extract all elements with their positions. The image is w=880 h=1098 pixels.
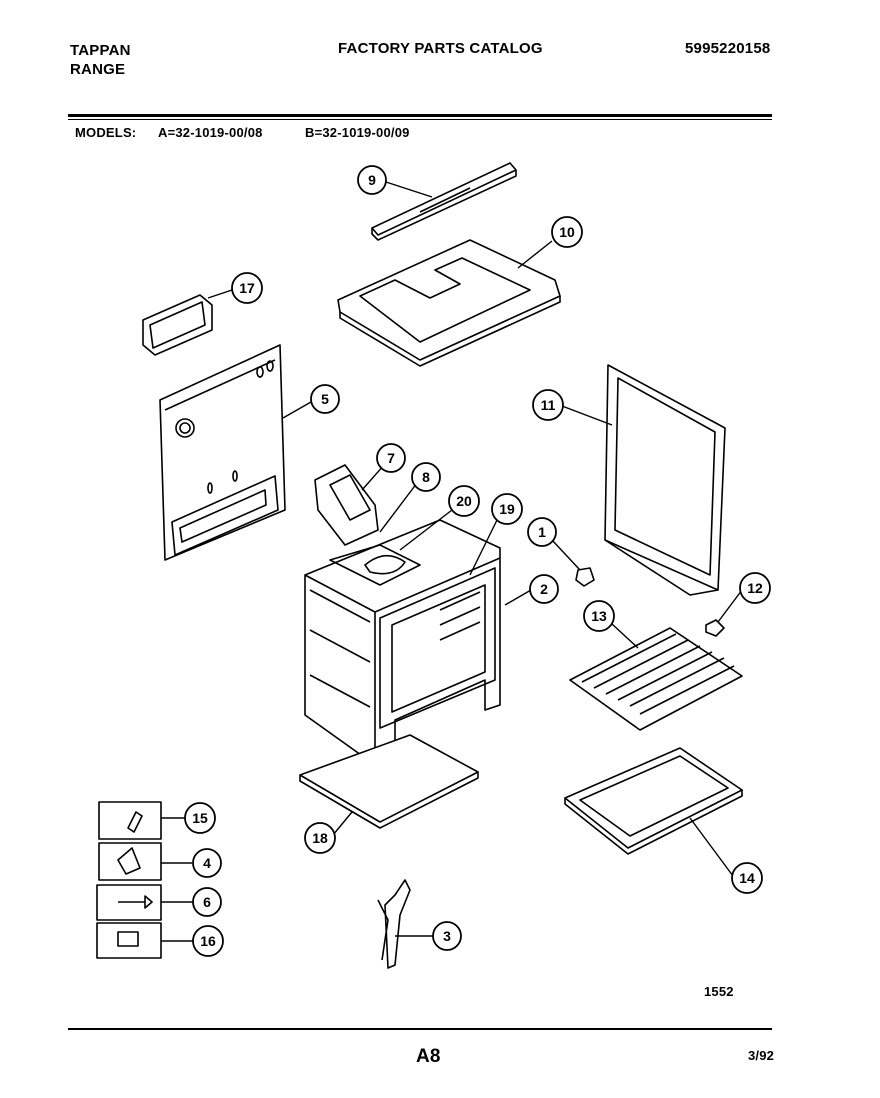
part-9-rail [371,162,517,241]
part-12-foot [705,619,725,637]
part-14-broiler-pan [564,747,743,855]
part-18-base [299,734,479,829]
part-5-back-panel [159,344,286,561]
product-name: RANGE [70,61,126,78]
callout-15: 15 [192,810,208,826]
callout-18: 18 [312,830,328,846]
callout-8: 8 [422,469,430,485]
callout-6: 6 [203,894,211,910]
footer-rule [68,1028,772,1030]
catalog-number: 5995220158 [685,40,771,57]
callout-1: 1 [538,524,546,540]
callout-19: 19 [499,501,515,517]
header-rule [68,114,772,117]
brand-name: TAPPAN [70,42,131,59]
callout-3: 3 [443,928,451,944]
callout-circles [184,165,771,957]
callout-16: 16 [200,933,216,949]
part-11-frame [604,364,726,596]
callout-14: 14 [739,870,755,886]
header-rule-thin [68,119,772,120]
model-b: B=32-1019-00/09 [305,125,410,140]
page-number: A8 [416,1046,441,1067]
callout-4: 4 [203,855,211,871]
callout-20: 20 [456,493,472,509]
part-2-oven-body [304,519,501,766]
callout-numbers: 9 10 17 5 7 8 20 19 1 2 11 12 13 14 18 3… [192,172,763,949]
callout-13: 13 [591,608,607,624]
revision-date: 3/92 [748,1048,775,1063]
callout-10: 10 [559,224,575,240]
part-17-handle [142,294,213,356]
part-7-bracket [314,464,379,546]
model-a: A=32-1019-00/08 [158,125,263,140]
small-parts-boxes [96,801,162,959]
part-1-knob [575,567,595,587]
leader-lines [161,181,743,942]
catalog-title: FACTORY PARTS CATALOG [338,40,543,57]
figure-number: 1552 [704,984,734,999]
part-3-element [377,879,411,969]
callout-9: 9 [368,172,376,188]
callout-7: 7 [387,450,395,466]
callout-5: 5 [321,391,329,407]
callout-2: 2 [540,581,548,597]
models-label: MODELS: [75,125,137,140]
callout-17: 17 [239,280,255,296]
part-10-top-panel [337,239,561,367]
part-13-rack [569,627,743,731]
callout-12: 12 [747,580,763,596]
callout-11: 11 [541,397,556,413]
